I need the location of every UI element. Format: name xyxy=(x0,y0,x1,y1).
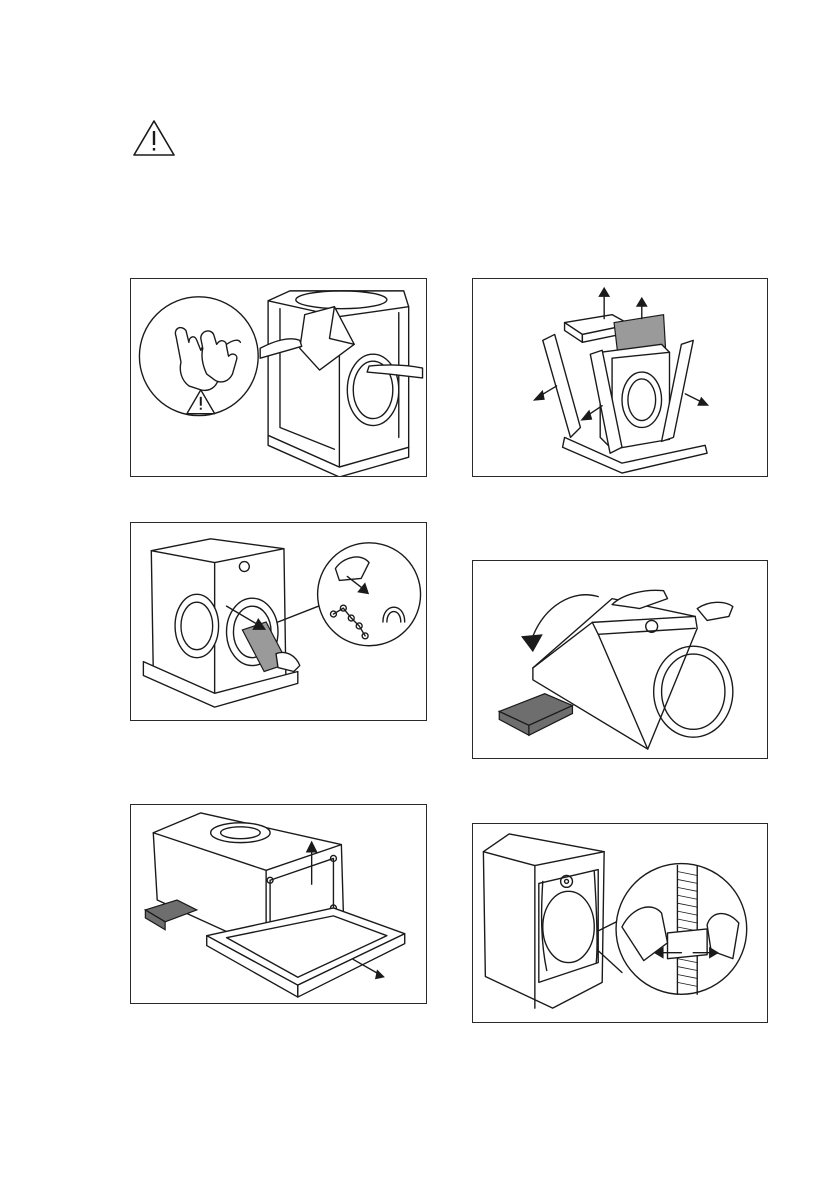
warning-triangle-icon xyxy=(132,119,176,157)
figure-release-hose-clip xyxy=(472,823,768,1023)
figure-remove-packaging-cover xyxy=(130,278,427,477)
figure-tilt-machine-back xyxy=(472,560,768,759)
figure-remove-accessory-bag xyxy=(130,522,427,721)
figure-remove-base-tray xyxy=(130,804,427,1004)
figure-remove-polystyrene-corners xyxy=(472,278,768,477)
